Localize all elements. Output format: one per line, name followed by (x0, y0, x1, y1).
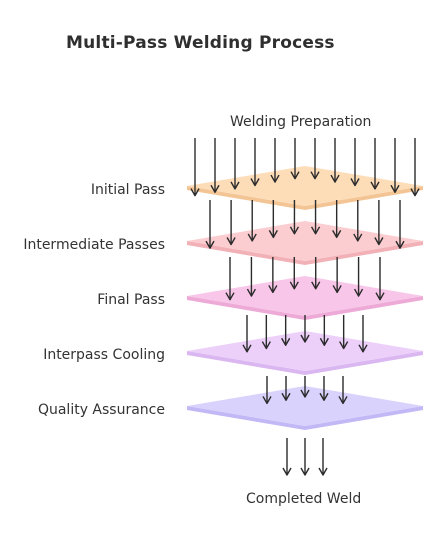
output-label: Completed Weld (246, 491, 362, 507)
layer-intermediate-passes (187, 221, 423, 265)
layers-group (187, 166, 423, 430)
output-arrow (300, 438, 310, 476)
input-arrow (250, 138, 260, 187)
pass-arrow-3 (358, 315, 368, 353)
pass-arrow-3 (319, 315, 329, 346)
input-arrow (210, 138, 220, 193)
layer-quality-assurance (187, 386, 423, 430)
input-arrow (330, 138, 340, 183)
input-arrow (290, 138, 300, 180)
input-arrow (270, 138, 280, 183)
pass-arrow-1 (310, 200, 321, 235)
output-arrow (318, 438, 328, 476)
pass-arrow-2 (268, 257, 278, 294)
pass-arrow-3 (339, 315, 349, 350)
pass-arrow-1 (268, 200, 278, 239)
layer-interpass-cooling (187, 331, 423, 375)
layer-edge (187, 186, 423, 210)
arrows-group (190, 138, 420, 476)
pass-arrow-1 (353, 200, 363, 242)
layer-label-interpass-cooling: Interpass Cooling (43, 347, 165, 363)
layer-face (187, 331, 423, 371)
pass-arrow-1 (226, 200, 236, 246)
layer-face (187, 276, 423, 316)
pass-arrow-1 (289, 200, 300, 235)
pass-arrow-2 (225, 257, 235, 301)
pass-arrow-2 (353, 257, 364, 297)
pass-arrow-4 (262, 376, 272, 405)
pass-arrow-1 (332, 200, 342, 239)
pass-arrow-3 (261, 315, 271, 350)
input-arrow (410, 138, 420, 197)
pass-arrow-2 (246, 257, 257, 297)
layer-label-quality-assurance: Quality Assurance (37, 402, 165, 418)
layer-final-pass (187, 276, 423, 320)
input-label: Welding Preparation (230, 114, 372, 130)
layer-edge (187, 351, 423, 375)
layer-face (187, 221, 423, 261)
pass-arrow-4 (300, 376, 310, 398)
pass-arrow-4 (319, 376, 329, 401)
pass-arrow-4 (281, 376, 291, 401)
pass-arrow-2 (375, 257, 385, 301)
pass-arrow-1 (205, 200, 215, 249)
layer-initial-pass (187, 166, 423, 210)
input-arrow (370, 138, 380, 190)
output-arrow (282, 438, 292, 476)
layer-face (187, 386, 423, 426)
layer-edge (187, 241, 423, 265)
pass-arrow-1 (374, 200, 384, 246)
pass-arrow-2 (289, 257, 299, 290)
pass-arrow-2 (311, 257, 321, 290)
input-arrow (310, 138, 320, 180)
diagram-title: Multi-Pass Welding Process (66, 33, 335, 53)
pass-arrow-4 (338, 376, 348, 405)
pass-arrow-3 (242, 315, 252, 353)
input-arrow (390, 138, 400, 193)
input-arrow (190, 138, 200, 197)
pass-arrow-3 (300, 315, 310, 343)
layer-edge (187, 296, 423, 320)
pass-arrow-1 (395, 200, 405, 249)
input-arrow (350, 138, 360, 187)
pass-arrow-1 (247, 200, 257, 242)
input-arrow (230, 138, 240, 190)
layer-edge (187, 406, 423, 430)
layer-label-final-pass: Final Pass (97, 292, 165, 308)
pass-arrow-3 (281, 315, 291, 346)
pass-arrow-2 (332, 257, 342, 294)
layer-face (187, 166, 423, 206)
layer-label-intermediate-passes: Intermediate Passes (23, 237, 165, 253)
layer-label-initial-pass: Initial Pass (90, 182, 165, 198)
